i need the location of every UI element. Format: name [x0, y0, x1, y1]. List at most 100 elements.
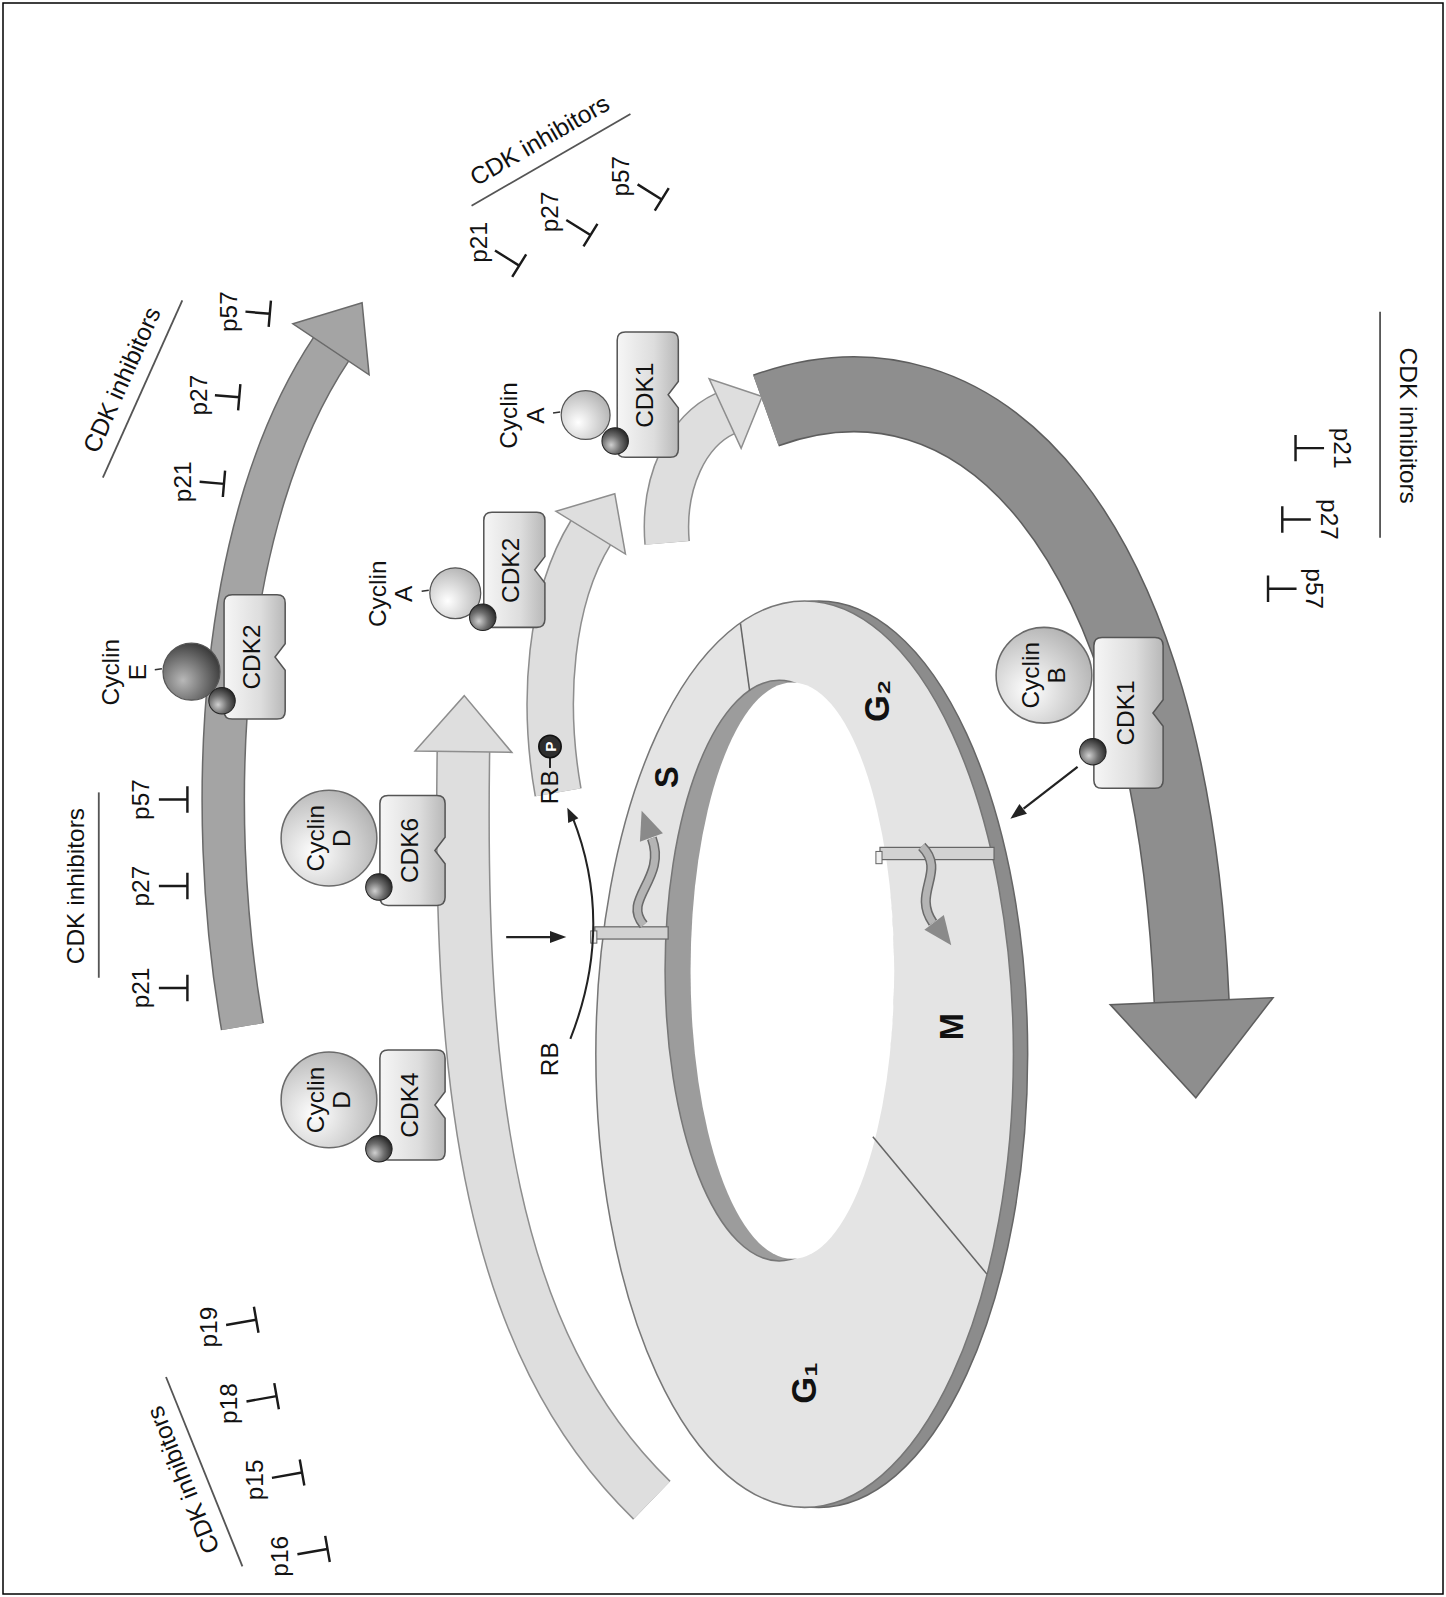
cyclin-shape — [281, 790, 377, 886]
phase-arrow — [766, 394, 1273, 1098]
inhibitor-name: p19 — [195, 1307, 222, 1348]
leader-line — [422, 591, 429, 592]
inhibition-symbol — [159, 873, 188, 899]
cell-cycle-ring — [591, 601, 1028, 1507]
cyclin-shape — [996, 627, 1092, 723]
arrow-head — [293, 303, 369, 375]
phospho-bond — [549, 758, 551, 768]
phase-name: M — [934, 1013, 970, 1040]
cdk-shape — [380, 1050, 445, 1160]
transition-arrow-edge — [922, 846, 933, 922]
kinase-name: CDK6 — [396, 818, 429, 883]
transition-arrow — [922, 846, 933, 922]
phase-divider — [873, 1137, 987, 1274]
cyclin-sphere: Cyclin A — [365, 559, 482, 629]
phase-divider — [740, 623, 749, 690]
cyclin-circle: Cyclin D — [280, 789, 378, 887]
inhibitor-name: p57 — [1300, 568, 1327, 609]
checkpoint-gate — [595, 927, 668, 939]
cyclin-shape — [561, 391, 610, 440]
inhibitor-name: p18 — [216, 1383, 243, 1424]
mitosis-arrow-head — [1010, 804, 1027, 819]
kinase-arrow-head — [550, 931, 566, 943]
phase-arrow — [415, 696, 652, 1501]
kinase-name: CDK2 — [498, 538, 531, 603]
inhibition-symbol — [272, 1460, 304, 1486]
kinase-name: CDK2 — [238, 624, 271, 689]
cyclin-name: Cyclin A — [365, 561, 419, 628]
arrow-head — [556, 494, 625, 554]
inhibitor-heading: CDK inhibitors — [465, 90, 614, 191]
phase-arrow — [666, 379, 762, 543]
cdk-box: CDK6 — [379, 794, 446, 906]
inhibitor-name: p21 — [465, 222, 492, 263]
arrow-head — [415, 696, 512, 753]
inhibition-symbol — [566, 220, 597, 246]
inhibition-symbol — [159, 786, 188, 812]
ring-surface — [596, 601, 1014, 1507]
cdk-shape — [380, 795, 445, 905]
kinase-name: CDK1 — [631, 363, 664, 428]
cyclin-name: Cyclin E — [98, 639, 152, 706]
checkpoint-gate-top — [876, 851, 882, 863]
cyclin-sphere: Cyclin E — [98, 637, 221, 707]
cdk-box: CDK2 — [483, 512, 546, 629]
cyclin-shape — [163, 644, 220, 701]
cdk-shape — [617, 333, 678, 458]
inhibition-symbol — [297, 1536, 329, 1562]
frame-border — [3, 3, 1443, 1594]
inhibitor-symbols — [99, 114, 1380, 1566]
ring-hole — [691, 682, 895, 1258]
phosphate-circle: P — [538, 734, 562, 758]
cyclin-circle: Cyclin D — [280, 1051, 378, 1149]
inhibitor-name: p21 — [1329, 428, 1356, 469]
inhibitor-name: p57 — [608, 156, 635, 197]
transition-arrow — [637, 838, 655, 925]
phosphate-shape — [539, 735, 561, 757]
inhibition-symbol — [1296, 435, 1325, 461]
inhibition-symbol — [159, 975, 188, 1001]
cdk-shape — [484, 513, 545, 628]
arrow-band — [766, 394, 1192, 1001]
inhibition-symbol — [1282, 506, 1311, 532]
kinase-name: CDK1 — [1112, 680, 1145, 745]
cyclin-name: Cyclin D — [302, 1067, 356, 1134]
cyclin-name: Cyclin D — [302, 805, 356, 872]
mitosis-arrow — [1024, 767, 1078, 809]
kinase-name: CDK4 — [396, 1072, 429, 1137]
cyclin-shape — [430, 568, 481, 619]
inhibition-symbol — [200, 471, 225, 497]
rb-phosphorylation — [506, 758, 1077, 1039]
phase-name: G₁ — [786, 1362, 824, 1403]
phase-name: G₂ — [859, 680, 897, 722]
inhibitor-name: p21 — [127, 968, 154, 1009]
arrow-band — [223, 349, 331, 1026]
inhibitor-name: p27 — [185, 375, 212, 416]
inhibition-symbol — [638, 184, 669, 210]
inhibitor-name: p27 — [1316, 499, 1343, 540]
protein-name: RB — [537, 770, 564, 804]
inhibitor-name: p27 — [127, 866, 154, 907]
phase-name: S — [649, 766, 685, 788]
cyclin-shape — [281, 1052, 377, 1148]
inhibitor-name: p57 — [216, 291, 243, 332]
heading-rule — [1379, 312, 1381, 538]
inhibitor-heading: CDK inhibitors — [1394, 348, 1421, 504]
leader-line — [553, 412, 560, 413]
inhibitor-name: p21 — [170, 461, 197, 502]
inhibition-symbol — [495, 251, 526, 277]
rb-arc-head — [567, 808, 578, 823]
inhibitor-name: p16 — [267, 1536, 294, 1577]
phase-arrow — [223, 303, 369, 1027]
inhibitor-name: p57 — [127, 779, 154, 820]
inhibitor-heading: CDK inhibitors — [63, 808, 90, 964]
cdk-box: CDK4 — [379, 1049, 446, 1161]
arrow-band-edge — [766, 394, 1192, 1001]
leader-line — [155, 669, 162, 670]
arrow-head — [709, 379, 762, 448]
heading-rule — [98, 792, 100, 977]
cyclin-name: Cyclin A — [496, 382, 550, 449]
inhibitor-heading: CDK inhibitors — [142, 1402, 225, 1557]
